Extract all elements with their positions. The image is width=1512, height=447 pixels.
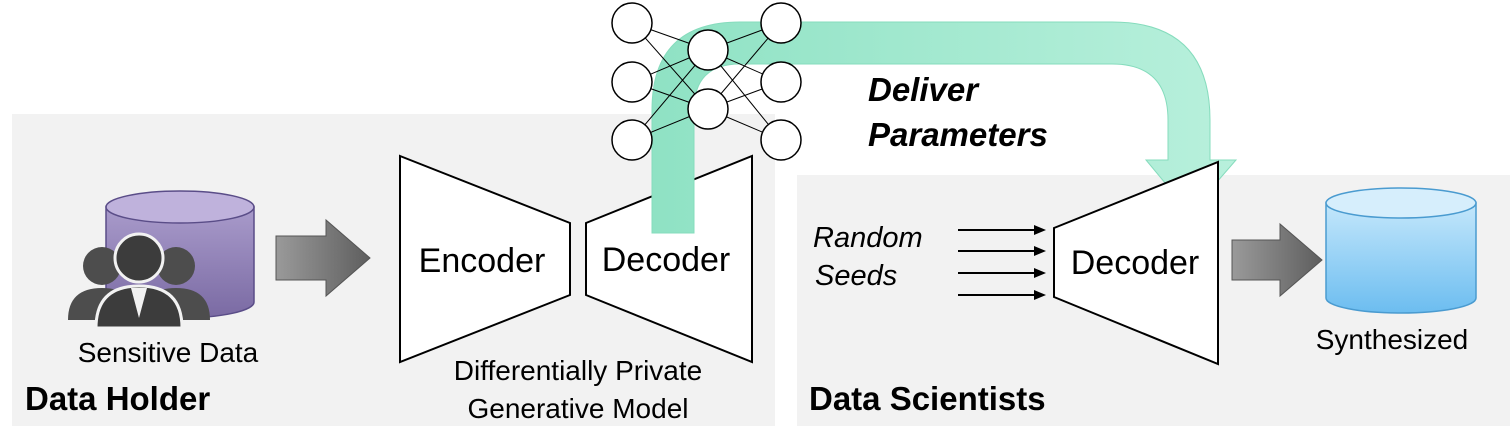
random-seeds-line2: Seeds xyxy=(815,260,897,292)
sensitive-data-label: Sensitive Data xyxy=(78,337,259,368)
arrow-to-encoder xyxy=(275,218,371,298)
data-holder-title: Data Holder xyxy=(25,380,210,417)
people-group-icon xyxy=(68,232,210,330)
seed-arrows xyxy=(958,225,1046,300)
deliver-label-line2: Parameters xyxy=(868,116,1048,153)
data-scientists-title: Data Scientists xyxy=(809,380,1046,417)
random-seeds-line1: Random xyxy=(813,222,923,254)
scientist-decoder-label: Decoder xyxy=(1071,244,1200,282)
deliver-label-line1: Deliver xyxy=(868,71,980,108)
model-caption-line2: Generative Model xyxy=(467,393,688,424)
neural-network-icon xyxy=(611,2,802,161)
synthesized-label: Synthesized xyxy=(1316,324,1469,355)
arrow-to-synthesized xyxy=(1231,222,1323,298)
encoder-label: Encoder xyxy=(419,242,546,280)
scientist-decoder-block xyxy=(1053,160,1219,366)
database-icon xyxy=(1325,187,1477,314)
decoder-label: Decoder xyxy=(602,241,731,279)
decoder-block xyxy=(585,154,753,364)
encoder-block xyxy=(399,154,571,364)
model-caption-line1: Differentially Private xyxy=(454,355,702,386)
